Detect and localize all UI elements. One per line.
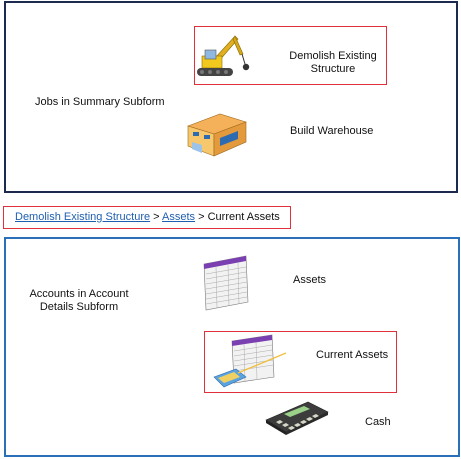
account-cash-label[interactable]: Cash: [365, 416, 391, 428]
warehouse-icon[interactable]: [180, 108, 252, 160]
breadcrumb-item-current-assets: Current Assets: [207, 211, 280, 223]
details-subform-label: Accounts in Account Details Subform: [29, 288, 129, 313]
summary-subform-label: Jobs in Summary Subform: [35, 96, 165, 108]
breadcrumb-item-demolish[interactable]: Demolish Existing Structure: [15, 211, 151, 223]
calculator-icon[interactable]: [264, 398, 330, 436]
ledger-icon[interactable]: [200, 254, 252, 312]
breadcrumb-separator: >: [195, 211, 208, 223]
breadcrumb-item-assets[interactable]: Assets: [162, 211, 196, 223]
selected-account-highlight: [204, 331, 397, 393]
account-current-assets-label[interactable]: Current Assets: [316, 349, 389, 361]
breadcrumb-highlight: [3, 206, 291, 229]
account-details-subform-panel: [4, 237, 460, 457]
job-demolish-label[interactable]: Demolish Existing Structure: [289, 50, 377, 75]
account-assets-label[interactable]: Assets: [293, 274, 327, 286]
selected-job-highlight: [194, 26, 387, 85]
breadcrumb-separator: >: [150, 211, 163, 223]
job-build-warehouse-label[interactable]: Build Warehouse: [290, 125, 374, 137]
ledger-card-icon[interactable]: [212, 333, 288, 391]
breadcrumb: Demolish Existing Structure > Assets > C…: [15, 211, 280, 224]
summary-subform-panel: [4, 1, 458, 193]
excavator-icon[interactable]: [193, 30, 253, 82]
